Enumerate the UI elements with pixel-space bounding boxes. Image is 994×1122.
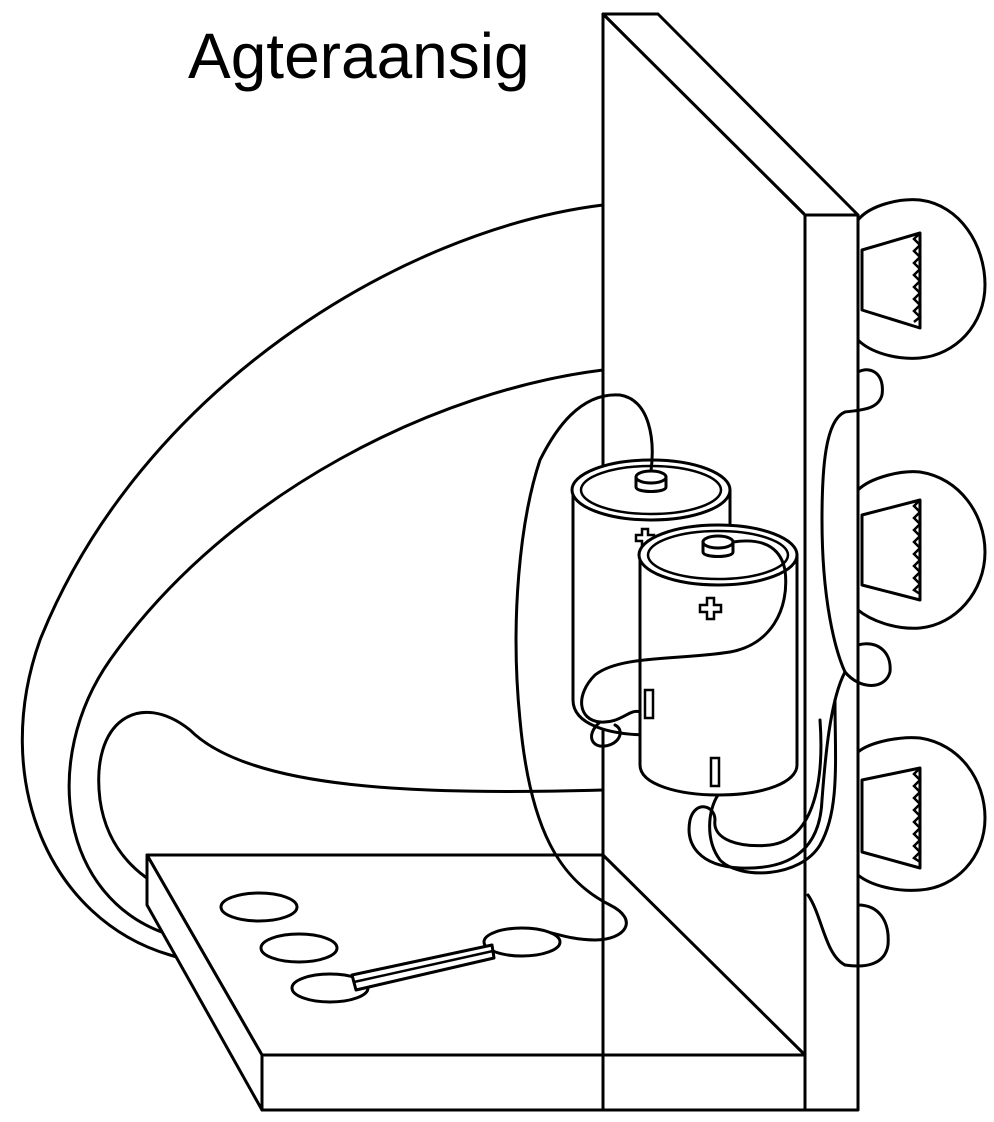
edge-wires bbox=[687, 368, 892, 968]
contacts bbox=[219, 891, 562, 1004]
contact-2 bbox=[259, 932, 339, 964]
board-edge-face bbox=[803, 213, 860, 1112]
contact-4 bbox=[482, 926, 562, 958]
battery-wires bbox=[514, 393, 838, 942]
bulb-2 bbox=[856, 470, 987, 630]
wire-inner bbox=[97, 711, 605, 907]
contact-1 bbox=[219, 891, 299, 923]
base-front-face bbox=[260, 1053, 807, 1112]
bulb-3 bbox=[856, 736, 987, 892]
base-board bbox=[145, 853, 807, 1112]
vertical-board bbox=[601, 12, 860, 1112]
bulb-1 bbox=[856, 198, 987, 360]
diagram-title: Agteraansig bbox=[188, 20, 530, 92]
battery-front bbox=[637, 523, 799, 797]
